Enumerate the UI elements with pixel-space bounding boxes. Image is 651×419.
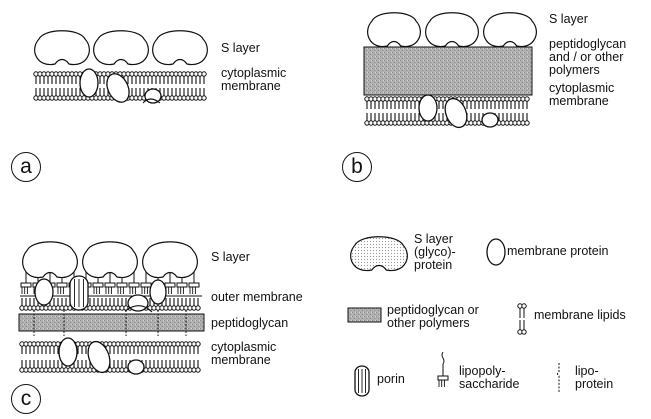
membrane-protein [128,295,148,311]
lipid-head [196,306,200,310]
peptidoglycan-layer [364,47,532,95]
lps-chain [442,352,444,376]
membrane-protein [145,89,161,103]
membrane-protein [35,279,53,305]
s-layer-protein-unit [153,31,208,65]
legend-lipopolysaccharide-label: lipopoly- saccharide [459,365,519,391]
lps-core [93,283,103,287]
panel-c-cytoplasmic-membrane-label: cytoplasmic membrane [211,341,276,367]
legend-membrane-lipid-swatch [518,304,526,334]
panel-c-outer-membrane-label: outer membrane [211,291,303,304]
panel-b [364,13,536,131]
legend-s-layer-swatch [351,237,408,271]
legend-s-layer-protein-label: S layer (glyco)- protein [414,233,456,272]
panel-b-peptidoglycan-label: peptidoglycan and / or other polymers [549,38,626,77]
legend-porin-swatch [355,366,369,396]
lipid-head [196,342,200,346]
panel-a-letter: a [11,152,41,182]
lps-core [165,283,175,287]
legend-membrane-lipids-label: membrane lipids [534,309,626,322]
panel-a-s-layer-label: S layer [221,42,260,55]
legend-membrane-protein-label: membrane protein [507,245,608,258]
legend-lps-swatch [438,352,448,387]
lipid-head [525,121,529,125]
panel-c-peptidoglycan-label: peptidoglycan [211,317,288,330]
panel-b-s-layer-label: S layer [549,13,588,26]
panel-b-cytoplasmic-membrane-label: cytoplasmic membrane [549,82,614,108]
panel-b-letter: b [342,152,372,182]
legend-peptidoglycan-swatch [348,308,381,322]
legend-lipoprotein-label: lipo- protein [575,365,613,391]
membrane-protein [419,95,437,121]
legend-peptidoglycan-label: peptidoglycan or other polymers [387,304,479,330]
lps-core [57,283,67,287]
membrane-protein [80,69,98,97]
legend-lipoprotein-swatch [558,363,560,392]
lps-core [129,283,139,287]
lps-core [141,283,151,287]
membrane-protein [59,338,77,366]
porin [70,276,88,310]
lps-core [189,283,199,287]
s-layer-protein-unit [94,31,149,65]
lipid-head [522,304,526,308]
lps-core [117,283,127,287]
legend-porin-label: porin [377,373,405,386]
s-layer-protein-unit [143,242,198,278]
lps-core [21,283,31,287]
lipid-head [196,368,200,372]
panel-a [34,31,208,106]
lipid-head [525,97,529,101]
lipid-head [202,72,206,76]
s-layer-protein-unit [484,13,537,47]
lps-core [105,283,115,287]
membrane-protein [150,280,166,304]
s-layer-protein-unit [35,31,90,65]
peptidoglycan-layer [19,314,204,331]
lps-core [438,376,448,380]
panel-c [19,242,204,376]
panel-c-letter: c [11,384,41,414]
s-layer-protein-unit [368,13,421,47]
s-layer-protein-unit [426,13,479,47]
lipid-head [522,330,526,334]
legend-membrane-protein-swatch [487,239,505,265]
s-layer-protein-unit [83,242,138,278]
membrane-protein [482,113,498,127]
membrane-protein [128,360,144,374]
panel-a-cytoplasmic-membrane-label: cytoplasmic membrane [221,67,286,93]
lps-core [177,283,187,287]
lipid-head [202,96,206,100]
s-layer-protein-unit [23,242,78,278]
panel-c-s-layer-label: S layer [211,251,250,264]
